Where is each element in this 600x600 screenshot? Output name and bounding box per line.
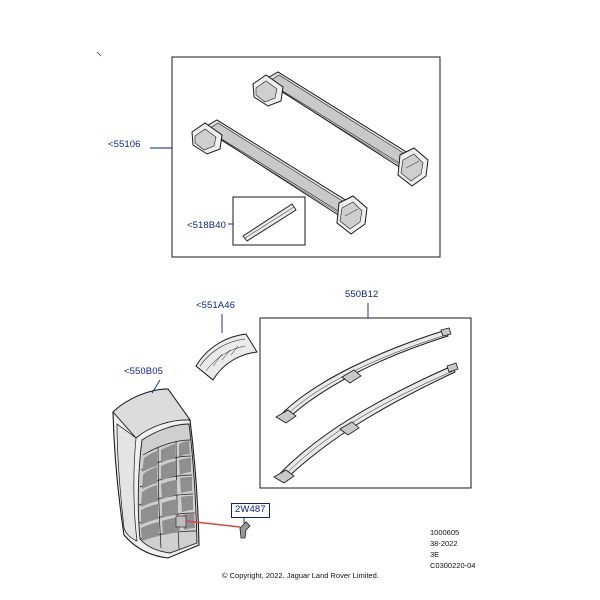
copyright-notice: © Copyright, 2022. Jaguar Land Rover Lim… — [222, 571, 379, 580]
leader-550B05 — [151, 379, 161, 394]
label-550B12: 550B12 — [345, 289, 379, 300]
footer-line-4: C0300220-04 — [430, 561, 476, 570]
label-55106: <55106 — [108, 139, 141, 150]
part-2W487 — [239, 521, 251, 539]
footer-line-3: 3E — [430, 550, 440, 559]
label-518B40: <518B40 — [187, 220, 227, 231]
inset-box-518B40 — [232, 196, 306, 246]
cross-bar-lower — [191, 119, 368, 235]
callout-2W487 — [185, 520, 241, 528]
footer-line-1: 1000605 — [430, 528, 460, 537]
registration-mark — [96, 51, 102, 57]
part-550B05 — [112, 388, 200, 559]
label-550B05: <550B05 — [124, 366, 164, 377]
label-551A46: <551A46 — [196, 300, 236, 311]
cross-bar-upper — [252, 71, 429, 187]
roof-rail-upper — [275, 327, 452, 424]
roof-rail-lower — [273, 362, 459, 484]
part-551A46 — [195, 333, 258, 381]
footer-line-2: 38-2022 — [430, 539, 458, 548]
label-2W487: 2W487 — [231, 503, 270, 518]
